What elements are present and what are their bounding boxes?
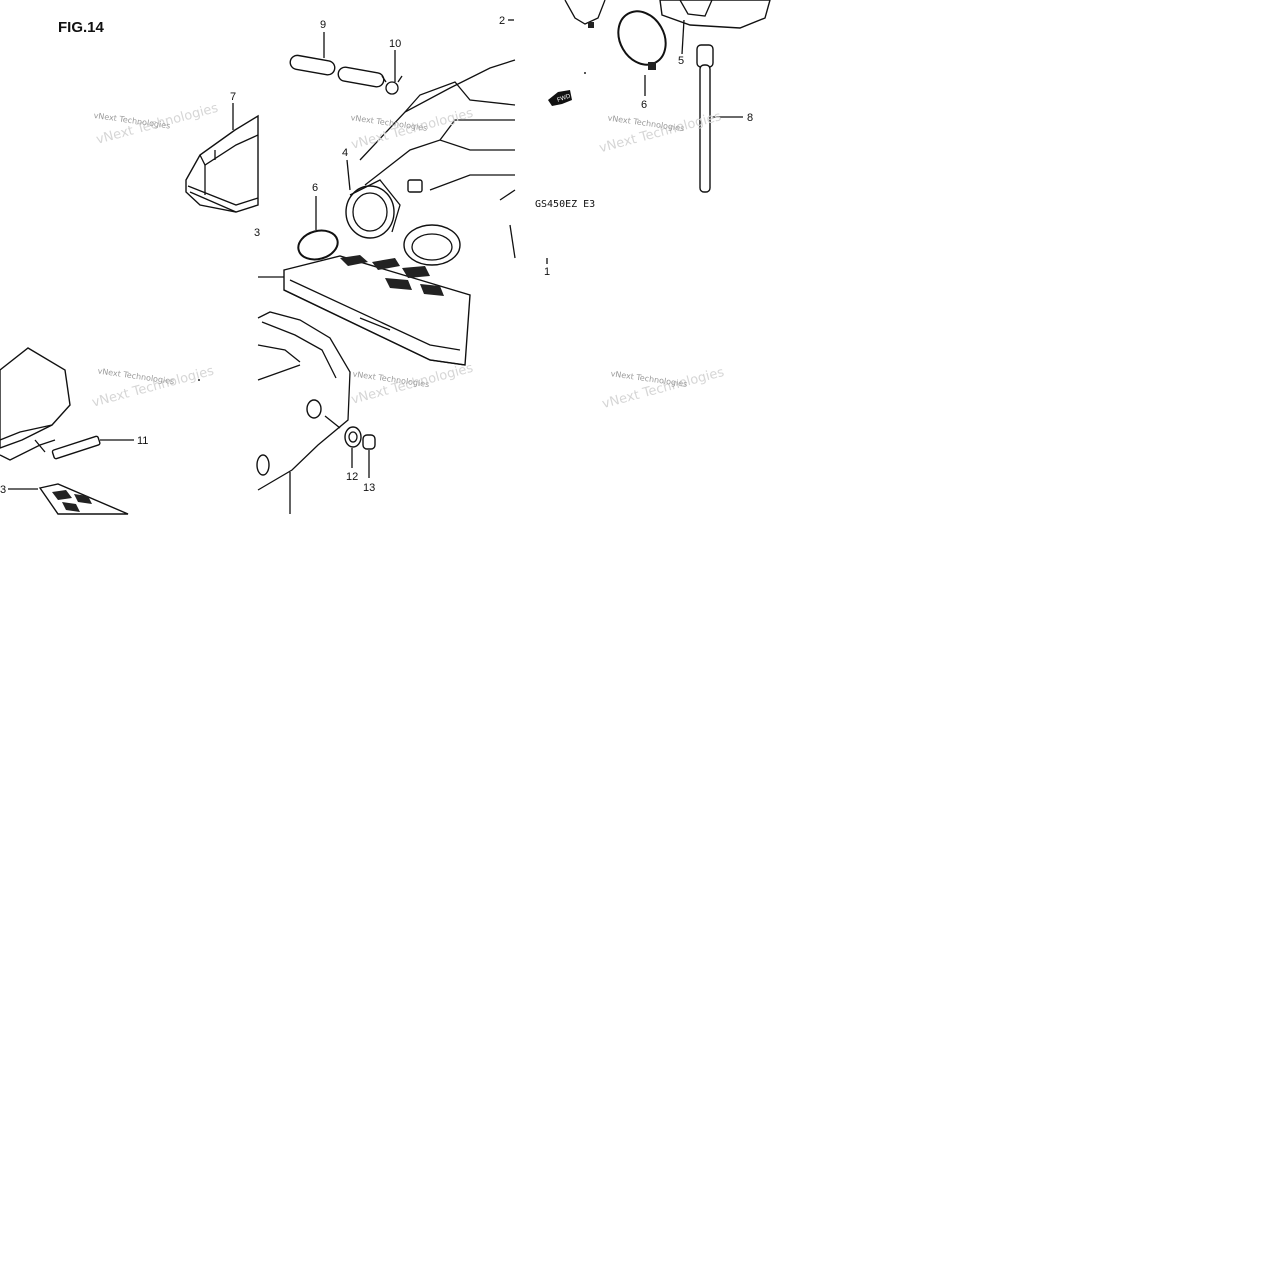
part-6-clamp-band — [617, 10, 667, 70]
part-air-cleaner-case-left — [0, 347, 71, 461]
callout-3: 3 — [0, 484, 6, 496]
part-2-air-box-lower — [256, 311, 351, 514]
part-5-air-cleaner-outlet — [659, 0, 771, 29]
fwd-label: FWD — [556, 93, 572, 104]
model-code: GS450EZ E3 — [535, 199, 595, 210]
debris-dot-2 — [198, 379, 200, 381]
part-4-intake-funnel — [345, 179, 461, 266]
part-clamp-top — [564, 0, 606, 28]
watermark-4: vNext Technologies vNext Technologies — [90, 364, 215, 411]
callout-10: 10 — [389, 38, 401, 50]
part-6-ring — [297, 229, 339, 261]
part-9-hose — [289, 54, 385, 88]
part-10-clamp — [381, 75, 403, 95]
watermark-5: vNext Technologies vNext Technologies — [350, 361, 475, 408]
part-11-clip — [51, 435, 101, 460]
part-8-drain-plug — [696, 44, 714, 193]
part-12-grommet — [344, 426, 362, 448]
part-7-air-cleaner-cap — [185, 114, 259, 213]
fwd-arrow-icon: FWD — [548, 90, 572, 106]
callout-3b: 3 — [254, 227, 260, 239]
watermark-6: vNext Technologies vNext Technologies — [601, 365, 726, 412]
part-2-air-box-housing — [359, 59, 516, 259]
part-13-collar — [362, 434, 376, 450]
callout-9: 9 — [320, 19, 326, 31]
leader-5 — [681, 19, 685, 55]
callout-12: 12 — [346, 471, 358, 483]
callout-5: 5 — [678, 55, 684, 67]
callout-6a: 6 — [312, 182, 318, 194]
leader-dash — [324, 415, 341, 429]
callout-13: 13 — [363, 482, 375, 494]
part-3-filter-element-left — [38, 483, 129, 515]
figure-title: FIG.14 — [58, 19, 105, 36]
callout-6b: 6 — [641, 99, 647, 111]
callout-1: 1 — [544, 266, 550, 278]
debris-dot — [584, 72, 586, 74]
leader-4 — [346, 159, 351, 191]
part-3-filter-element — [283, 255, 471, 366]
callout-11: 11 — [137, 435, 148, 447]
watermark-1: vNext Technologies vNext Technologies — [93, 101, 220, 148]
callout-7: 7 — [230, 91, 236, 103]
callout-2: 2 — [499, 15, 505, 27]
callout-4: 4 — [342, 147, 348, 159]
callout-8: 8 — [747, 112, 753, 124]
